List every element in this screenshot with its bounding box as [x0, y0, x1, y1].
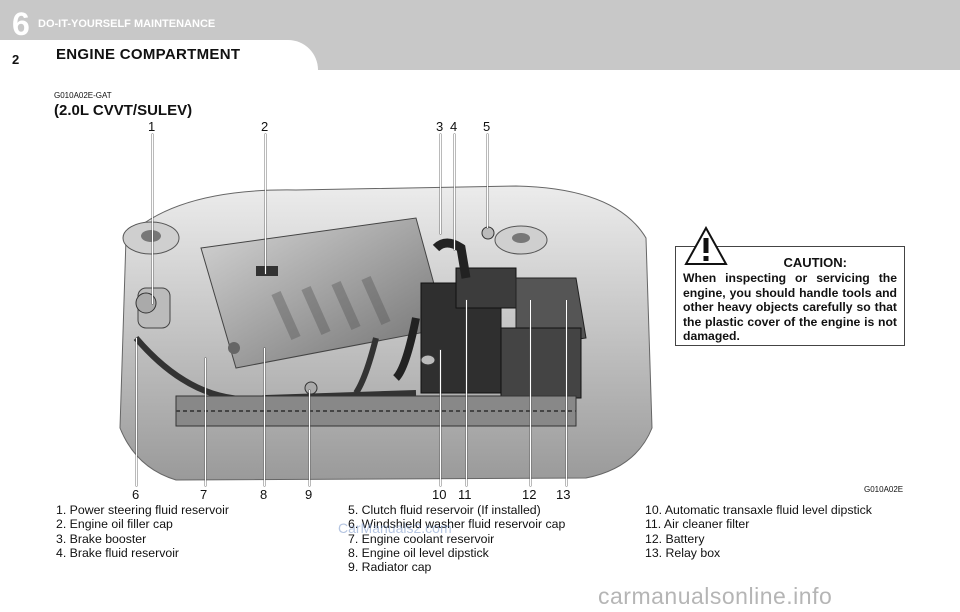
leader-line-8 — [264, 348, 266, 486]
watermark-small: CarManuals2.com — [338, 520, 452, 536]
legend-item: 13. Relay box — [645, 545, 721, 560]
callout-1: 1 — [148, 119, 156, 134]
leader-line-11 — [466, 300, 468, 486]
leader-line-13 — [566, 300, 568, 486]
leader-line-6 — [136, 338, 138, 486]
callout-13: 13 — [556, 487, 571, 502]
callout-11: 11 — [458, 487, 472, 502]
leader-line-12 — [530, 300, 532, 486]
leader-line-3 — [440, 134, 442, 234]
callout-10: 10 — [432, 487, 447, 502]
leader-line-7 — [205, 358, 207, 486]
legend-item: 3. Brake booster — [56, 531, 147, 546]
legend-column-1: 1. Power steering fluid reservoir 2. Eng… — [56, 503, 229, 560]
diagram-code: G010A02E-GAT — [54, 91, 112, 100]
watermark-large: carmanualsonline.info — [598, 583, 833, 609]
callout-12: 12 — [522, 487, 537, 502]
callout-4: 4 — [450, 119, 458, 134]
leader-line-1 — [152, 134, 154, 304]
legend-item: 10. Automatic transaxle fluid level dips… — [645, 503, 872, 517]
callout-2: 2 — [261, 119, 269, 134]
leader-line-10 — [440, 350, 442, 486]
legend-item: 1. Power steering fluid reservoir — [56, 503, 229, 517]
legend-item: 5. Clutch fluid reservoir (If installed) — [348, 503, 541, 517]
legend-item: 12. Battery — [645, 531, 705, 546]
image-code: G010A02E — [864, 485, 904, 494]
callout-8: 8 — [260, 487, 268, 502]
callout-9: 9 — [305, 487, 313, 502]
leader-line-5 — [487, 134, 489, 228]
legend-column-2: 5. Clutch fluid reservoir (If installed)… — [348, 503, 565, 574]
leader-line-2 — [265, 134, 267, 274]
caution-heading: CAUTION: — [783, 255, 847, 270]
legend-item: 9. Radiator cap — [348, 560, 432, 575]
legend-item: 7. Engine coolant reservoir — [348, 531, 495, 546]
chapter-name: DO-IT-YOURSELF MAINTENANCE — [38, 18, 216, 30]
legend-item: 6. Windshield washer fluid reservoir cap — [348, 517, 566, 532]
legend-item: 11. Air cleaner filter — [645, 517, 750, 532]
callout-6: 6 — [132, 487, 140, 502]
callout-3: 3 — [436, 119, 444, 134]
warning-triangle-icon — [684, 226, 728, 265]
chapter-number: 6 — [12, 6, 30, 42]
caution-box: CAUTION: When inspecting or servicing th… — [675, 246, 905, 346]
page-number: 2 — [12, 52, 20, 67]
engine-compartment-image — [119, 185, 653, 481]
callout-7: 7 — [200, 487, 208, 502]
diagram-subtitle: (2.0L CVVT/SULEV) — [54, 102, 193, 119]
legend-item: 4. Brake fluid reservoir — [56, 545, 180, 560]
section-title: ENGINE COMPARTMENT — [56, 46, 241, 63]
legend-item: 8. Engine oil level dipstick — [348, 545, 489, 560]
leader-line-4 — [454, 134, 456, 250]
caution-text: When inspecting or servicing the engine,… — [683, 271, 897, 343]
legend-column-3: 10. Automatic transaxle fluid level dips… — [645, 503, 872, 560]
legend-item: 2. Engine oil filler cap — [56, 517, 173, 532]
callout-5: 5 — [483, 119, 491, 134]
leader-line-9 — [309, 390, 311, 486]
header-tab — [0, 40, 318, 70]
